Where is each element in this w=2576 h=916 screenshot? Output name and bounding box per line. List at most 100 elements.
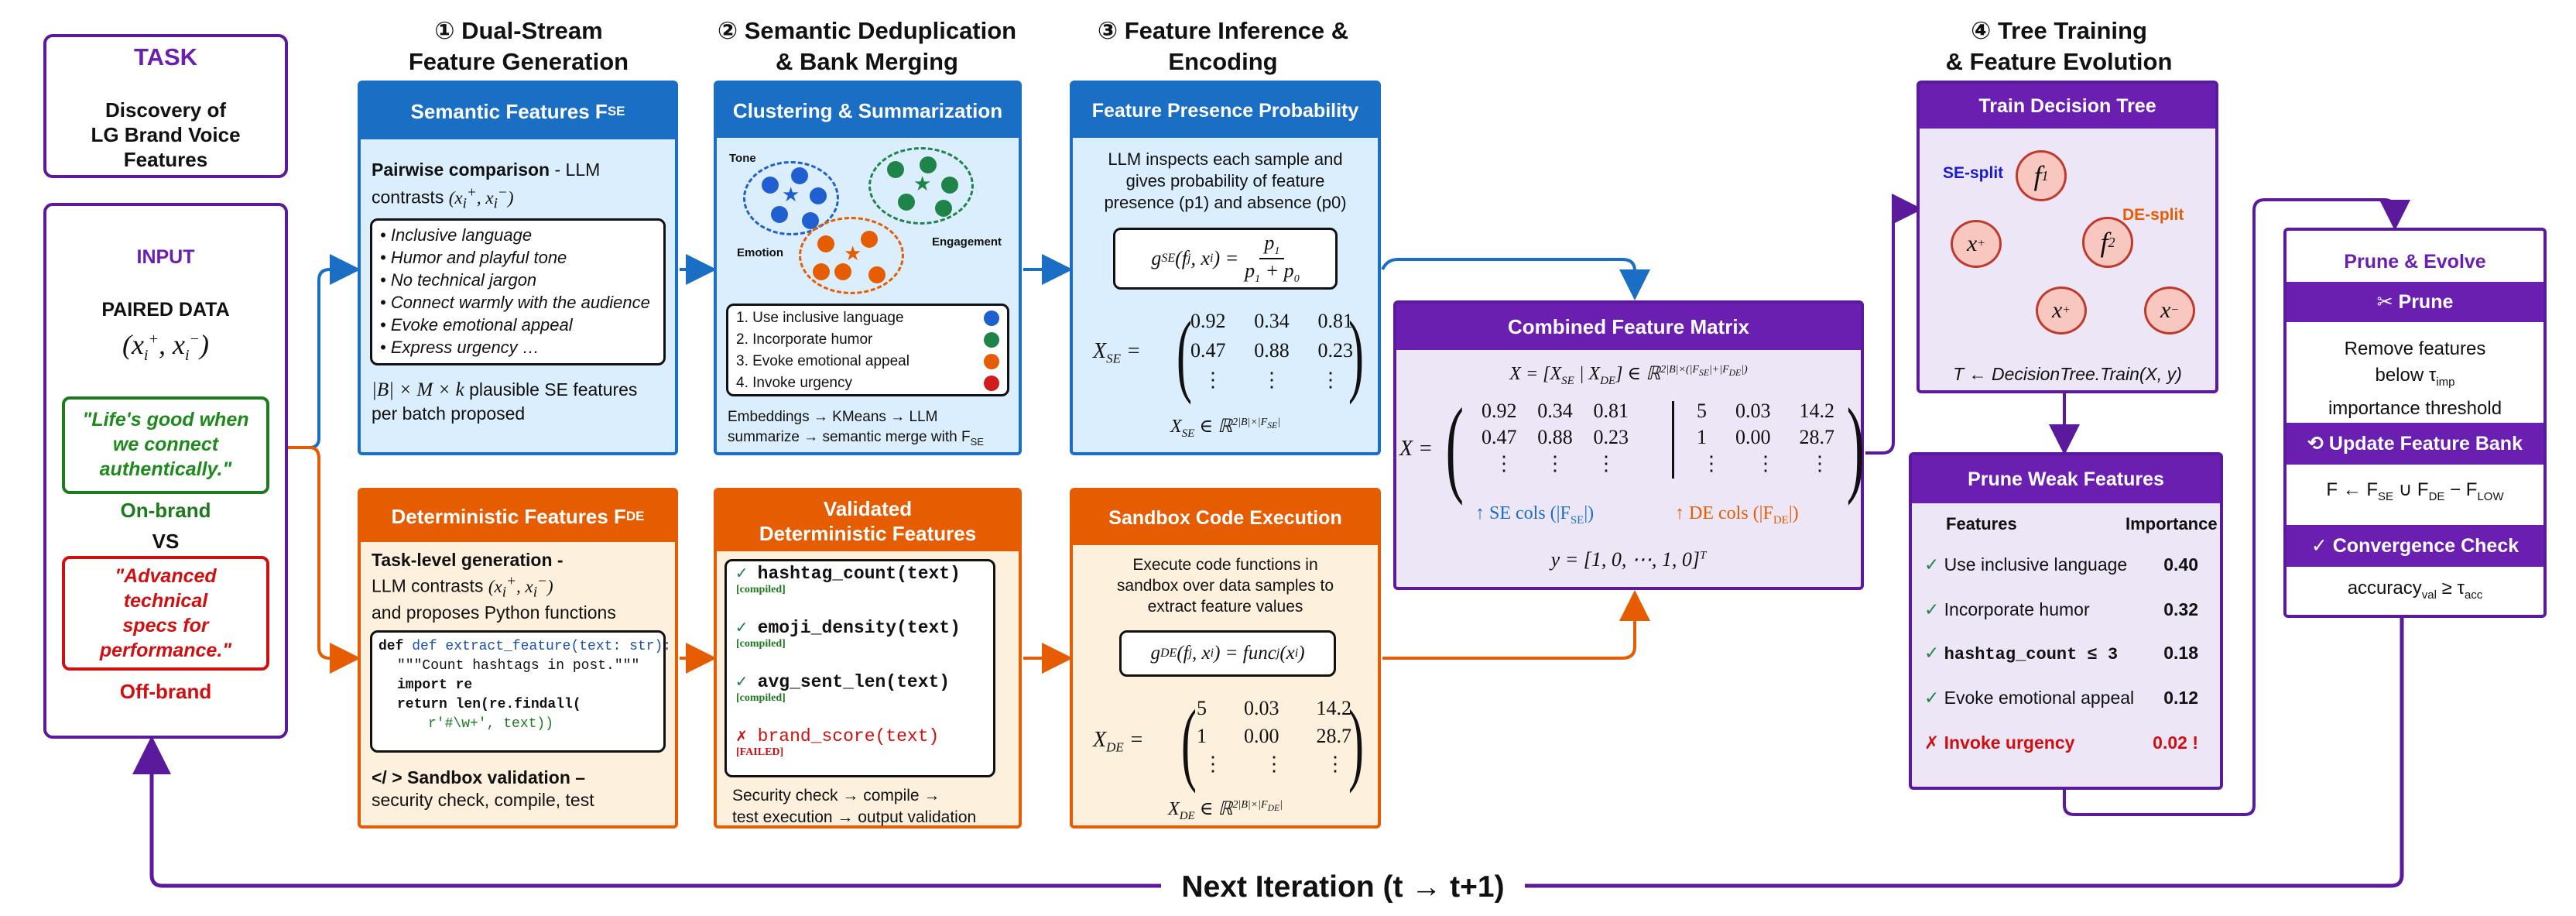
tree-leaf-positive: x+ <box>1951 220 2002 268</box>
table-row: ✗ Invoke urgency 0.02 ! <box>1924 732 2198 753</box>
x-se-label: XSE = <box>1093 339 1141 366</box>
list-item: • Connect warmly with the audience <box>380 293 650 312</box>
prune-weak-header: Prune Weak Features <box>1912 455 2220 503</box>
table-row: ✓ Evoke emotional appeal 0.12 <box>1924 688 2198 708</box>
tree-formula: T ← DecisionTree.Train(X, y) <box>1953 364 2182 384</box>
list-item: • Humor and playful tone <box>380 248 567 267</box>
cluster-point <box>898 194 915 211</box>
next-iteration-label: Next Iteration (t → t+1) <box>1161 869 1525 906</box>
vs-label: VS <box>152 530 180 553</box>
cluster-engagement-ellipse <box>868 147 974 225</box>
cluster-point <box>791 167 808 184</box>
centroid-star-icon: ★ <box>782 183 800 206</box>
convergence-formula: accuracyval ≥ τacc <box>2347 578 2483 602</box>
cluster-summary-list: 1. Use inclusive language 2. Incorporate… <box>726 304 1009 396</box>
cluster-point <box>834 263 851 280</box>
centroid-star-icon: ★ <box>913 172 932 195</box>
list-item: • Express urgency … <box>380 338 540 357</box>
matrix-divider <box>1672 401 1674 479</box>
cluster-point <box>813 263 830 280</box>
tree-leaf-positive: x+ <box>2036 286 2087 334</box>
list-item: 4. Invoke urgency <box>736 372 999 394</box>
matrix-bracket: ) <box>1846 386 1865 506</box>
sandbox-validation-note: </ > Sandbox validation –security check,… <box>372 767 594 810</box>
label-vector: y = [1, 0, ⋯, 1, 0]T <box>1550 548 1707 571</box>
se-lead: Pairwise comparison - LLM contrasts (xi+… <box>372 160 601 212</box>
list-item: • Inclusive language <box>380 225 533 245</box>
matrix-bracket: ( <box>1176 302 1192 405</box>
cluster-point <box>868 266 886 283</box>
clustering-box: Clustering & Summarization Tone Emotion … <box>714 81 1022 455</box>
cluster-tone-ellipse <box>743 161 839 235</box>
list-item: ✗ brand_score(text)[FAILED] <box>736 726 940 758</box>
on-brand-label: On-brand <box>120 499 211 522</box>
prune-section-text: Remove features below τimp importance th… <box>2328 338 2502 419</box>
cluster-point <box>810 187 827 204</box>
off-brand-label: Off-brand <box>119 680 212 703</box>
validated-footer: Security check → compile →test execution… <box>732 787 977 826</box>
de-split-label: DE-split <box>2122 206 2184 224</box>
validated-list: ✓ hashtag_count(text)[compiled] ✓ emoji_… <box>724 559 995 777</box>
code-block: def def extract_feature(text: str):"""Co… <box>370 630 671 753</box>
update-bank-formula: F ← FSE ∪ FDE − FLOW <box>2326 479 2504 503</box>
list-item: • Evoke emotional appeal <box>380 315 573 334</box>
list-item: ✓ emoji_density(text)[compiled] <box>736 618 961 650</box>
cluster-point <box>802 212 819 229</box>
clustering-header: Clustering & Summarization <box>717 84 1019 138</box>
prune-evolve-box: Prune & Evolve ✂ Prune Remove features b… <box>2283 228 2547 618</box>
convergence-header: ✓ Convergence Check <box>2287 525 2543 567</box>
matrix-bracket: ( <box>1445 386 1464 506</box>
cluster-point <box>941 177 958 194</box>
combined-header: Combined Feature Matrix <box>1396 304 1861 350</box>
x-de-dimension: XDE ∈ ℝ2|B|×|FDE| <box>1168 799 1283 822</box>
list-item: ✓ avg_sent_len(text)[compiled] <box>736 672 951 704</box>
list-item: 2. Incorporate humor <box>736 329 999 351</box>
de-cols-annotation: ↑ DE cols (|FDE|) <box>1675 503 1799 527</box>
se-feature-list: • Inclusive language • Humor and playful… <box>370 218 666 365</box>
list-item: 3. Evoke emotional appeal <box>736 351 999 372</box>
stage-4-title: ④ Tree Training& Feature Evolution <box>1945 17 2173 75</box>
presence-box: Feature Presence Probability LLM inspect… <box>1070 81 1381 455</box>
cluster-label-engagement: Engagement <box>932 235 1002 249</box>
cluster-label-tone: Tone <box>729 152 756 165</box>
paired-data-label: PAIRED DATA <box>101 299 230 321</box>
stage-3-title: ③ Feature Inference &Encoding <box>1097 17 1349 75</box>
matrix-bracket: ) <box>1348 691 1364 794</box>
arrow-sandbox-to-combined <box>1382 590 1650 660</box>
se-cols-annotation: ↑ SE cols (|FSE|) <box>1475 503 1595 527</box>
decision-tree-header: Train Decision Tree <box>1920 84 2215 129</box>
cluster-point <box>935 200 952 217</box>
table-row: ✓ Incorporate humor 0.32 <box>1924 599 2198 619</box>
de-lead: Task-level generation - LLM contrasts (x… <box>372 550 616 623</box>
cluster-point <box>920 156 937 173</box>
cluster-point <box>817 235 834 252</box>
stage-2-title: ② Semantic Deduplication& Bank Merging <box>717 17 1017 75</box>
tree-leaf-negative: x− <box>2144 286 2195 334</box>
x-se-dimension: XSE ∈ ℝ2|B|×|FSE| <box>1170 417 1281 440</box>
task-title: TASK <box>133 43 198 70</box>
x-label: X = <box>1399 437 1433 461</box>
sandbox-box: Sandbox Code Execution Execute code func… <box>1070 488 1381 829</box>
se-split-label: SE-split <box>1943 164 2004 182</box>
prune-section-header: ✂ Prune <box>2287 282 2543 322</box>
matrix-bracket: ) <box>1348 302 1364 405</box>
arrow-presence-to-combined <box>1381 258 1650 300</box>
list-item: • No technical jargon <box>380 270 537 290</box>
